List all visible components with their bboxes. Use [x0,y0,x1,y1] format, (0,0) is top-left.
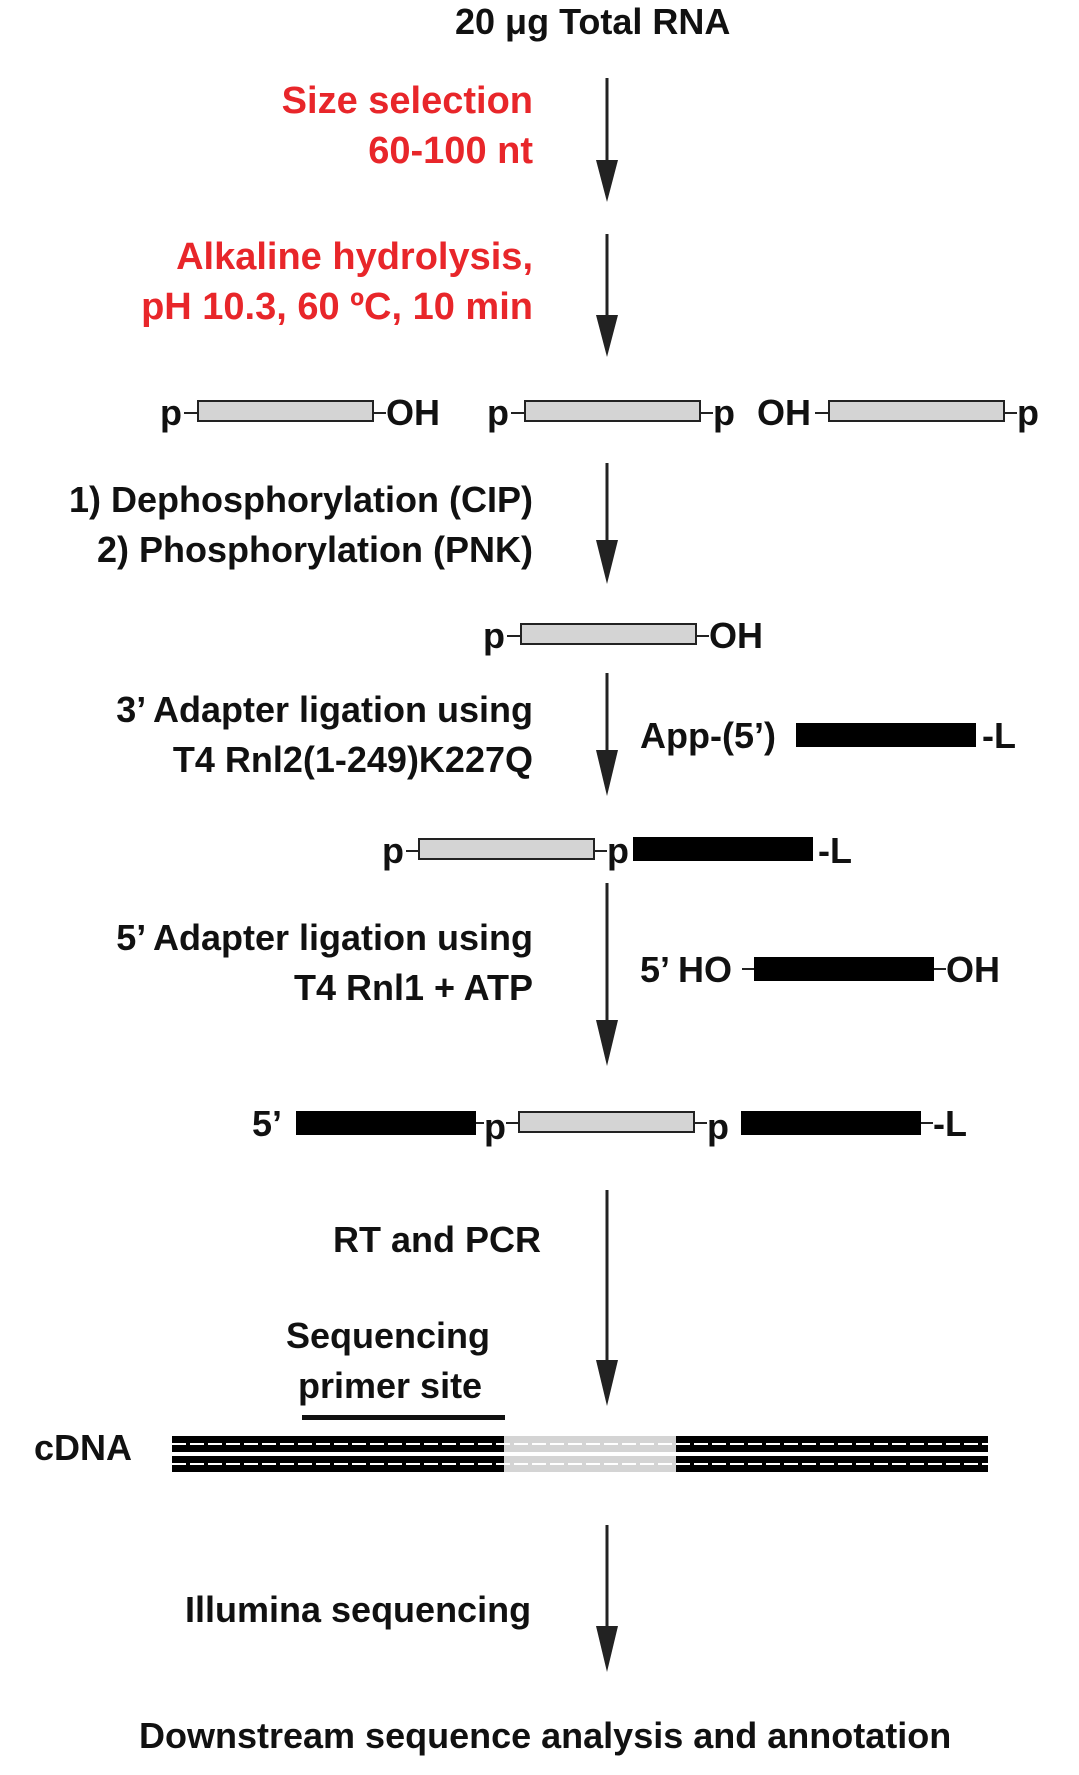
frag5-l: -L [818,830,852,871]
frag6-p-left: p [484,1106,506,1147]
five-ho-label: 5’ HO [640,949,733,990]
frag3-oh: OH [757,392,811,433]
size-selection-label: Size selection [281,80,533,122]
frag4-rna [520,623,697,645]
frag5-adapter3 [633,837,813,861]
frag5-link-mid [595,850,607,852]
frag6-p-right: p [707,1106,729,1147]
frag6-link-2 [506,1122,518,1124]
primer-site-bar [302,1415,505,1420]
frag1-link-right [374,412,386,414]
frag1-p: p [160,392,182,433]
arrow-5-head [596,1020,618,1066]
frag1-link-left [184,412,198,414]
frag6-link-3 [695,1122,707,1124]
phosphorylation-label: 2) Phosphorylation (PNK) [96,529,533,570]
frag2-link-left [511,412,525,414]
sequencing-label: Sequencing [286,1315,491,1356]
app5-label: App-(5’) [640,715,776,756]
frag5-rna [418,838,595,860]
frag6-link-4 [921,1122,933,1124]
arrow-7-head [596,1626,618,1672]
frag4-link-right [697,635,709,637]
frag5-p-mid: p [607,830,629,871]
frag6-l: -L [933,1103,967,1144]
downstream-label: Downstream sequence analysis and annotat… [139,1715,952,1756]
frag2-rna [524,400,701,422]
adapter3-enzyme-label: T4 Rnl2(1-249)K227Q [172,739,533,780]
frag3-rna [828,400,1005,422]
frag6-link-1 [476,1122,484,1124]
frag2-p-right: p [713,392,735,433]
frag5-link-left [406,850,420,852]
illumina-label: Illumina sequencing [185,1589,532,1630]
rt-pcr-label: RT and PCR [332,1219,541,1260]
cdna-label: cDNA [34,1427,133,1468]
arrow-6-head [596,1360,618,1406]
frag1-oh: OH [386,392,440,433]
adapter3-label: 3’ Adapter ligation using [116,689,533,730]
frag2-link-right [701,412,713,414]
cdna-duplex [172,1436,988,1472]
frag6-5prime: 5’ [252,1103,283,1144]
adapter5-block [754,957,934,981]
alkaline-conditions-label: pH 10.3, 60 ºC, 10 min [141,286,533,328]
frag6-adapter3 [741,1111,921,1135]
title: 20 μg Total RNA [455,1,731,42]
arrow-4-head [596,750,618,796]
frag3-p: p [1017,392,1039,433]
frag4-p: p [483,615,505,656]
adapter5-oh: OH [946,949,1000,990]
arrow-2-head [596,315,618,357]
frag6-rna [518,1111,695,1133]
frag3-link-right [1005,412,1017,414]
adapter3-l: -L [982,715,1016,756]
frag4-link-left [507,635,521,637]
size-range-label: 60-100 nt [368,130,533,172]
adapter3-block [796,723,976,747]
primer-site-label: primer site [298,1365,483,1406]
frag3-link-left [815,412,829,414]
adapter5-label: 5’ Adapter ligation using [116,917,533,958]
adapter5-enzyme-label: T4 Rnl1 + ATP [293,967,533,1008]
adapter5-link-right [934,968,946,970]
adapter5-link-left [742,968,754,970]
frag2-p-left: p [487,392,509,433]
frag5-p-left: p [382,830,404,871]
frag1-rna [197,400,374,422]
frag6-adapter5 [296,1111,476,1135]
frag4-oh: OH [709,615,763,656]
dephosphorylation-label: 1) Dephosphorylation (CIP) [68,479,533,520]
alkaline-hydrolysis-label: Alkaline hydrolysis, [176,236,533,278]
arrow-1-head [596,160,618,202]
arrow-3-head [596,540,618,584]
